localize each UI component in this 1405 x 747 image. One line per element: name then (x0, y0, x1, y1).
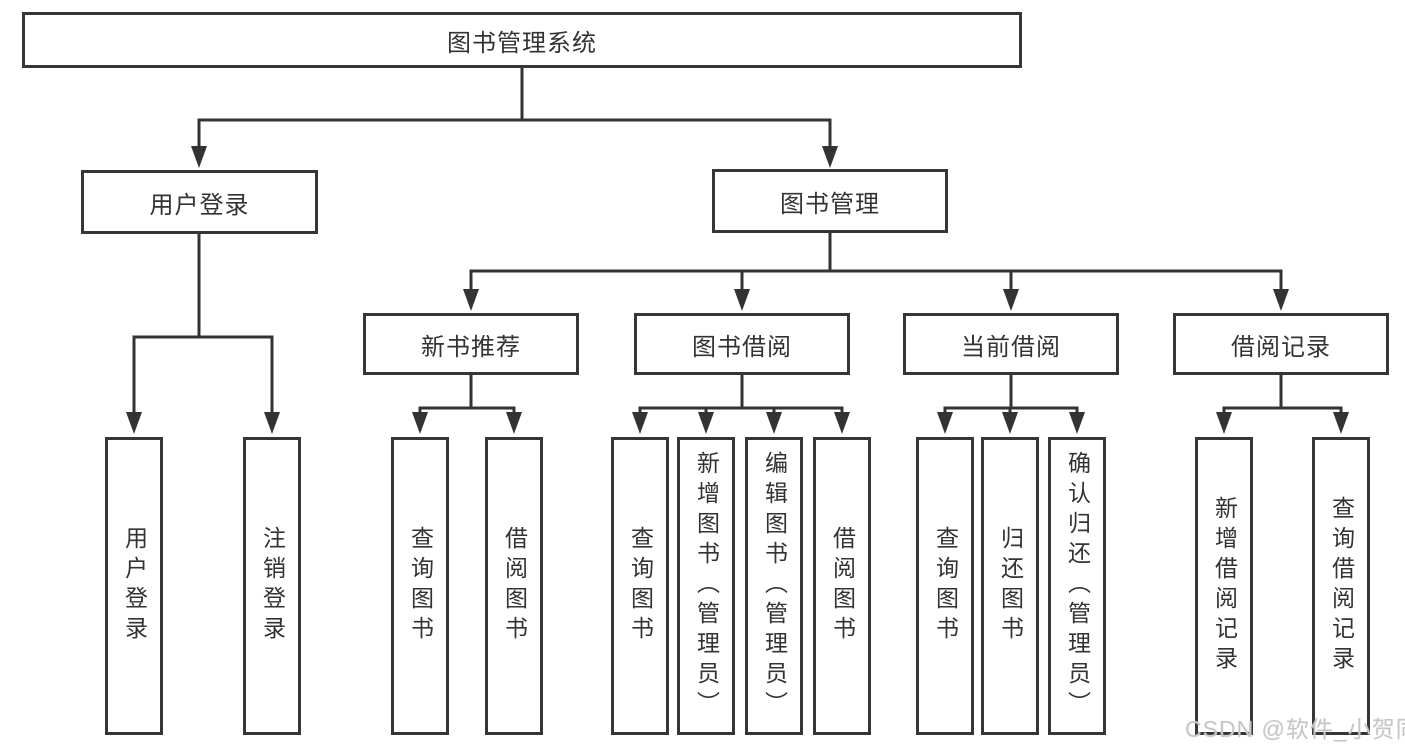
node-label: 图书管理系统 (447, 29, 597, 57)
leaf-confirm-return-admin: 确认归还（管理员） (1048, 437, 1106, 735)
leaf-borrow-books-recommend: 借阅图书 (485, 437, 543, 735)
connector-user-login-to-leaves (132, 232, 274, 418)
leaf-label: 注销登录 (259, 526, 286, 646)
node-label: 当前借阅 (961, 333, 1061, 361)
arrow-down-icon (264, 412, 280, 434)
leaf-user-login: 用户登录 (105, 437, 163, 735)
node-user-login: 用户登录 (81, 170, 318, 234)
node-library-management-system: 图书管理系统 (22, 12, 1022, 68)
leaf-query-books-current: 查询图书 (916, 437, 974, 735)
arrow-down-icon (1273, 289, 1289, 311)
leaf-logout: 注销登录 (243, 437, 301, 735)
leaf-label: 借阅图书 (829, 526, 856, 646)
leaf-label: 确认归还（管理员） (1064, 451, 1091, 721)
arrow-down-icon (191, 146, 207, 168)
connector-book-borrowing-to-leaves (638, 372, 844, 416)
arrow-down-icon (1216, 412, 1232, 434)
arrow-down-icon (937, 412, 953, 434)
leaf-query-borrow-record: 查询借阅记录 (1312, 437, 1370, 735)
leaf-label: 查询借阅记录 (1328, 496, 1355, 676)
leaf-edit-books-admin: 编辑图书（管理员） (745, 437, 803, 735)
leaf-label: 用户登录 (121, 526, 148, 646)
arrow-down-icon (126, 412, 142, 434)
arrow-down-icon (834, 412, 850, 434)
arrow-down-icon (822, 146, 838, 168)
node-label: 新书推荐 (421, 333, 521, 361)
leaf-label: 查询图书 (932, 526, 959, 646)
arrow-down-icon (698, 412, 714, 434)
connector-current-borrowing-to-leaves (943, 372, 1079, 416)
leaf-label: 归还图书 (997, 526, 1024, 646)
arrow-down-icon (632, 412, 648, 434)
arrowheads (126, 146, 1349, 434)
node-label: 借阅记录 (1231, 333, 1331, 361)
leaf-label: 查询图书 (407, 526, 434, 646)
node-label: 图书借阅 (692, 333, 792, 361)
leaf-add-books-admin: 新增图书（管理员） (677, 437, 735, 735)
arrow-down-icon (412, 412, 428, 434)
leaf-query-books-recommend: 查询图书 (391, 437, 449, 735)
leaf-label: 编辑图书（管理员） (761, 451, 788, 721)
leaf-query-books-borrowing: 查询图书 (611, 437, 669, 735)
node-book-borrowing: 图书借阅 (634, 313, 850, 375)
leaf-label: 新增借阅记录 (1211, 496, 1238, 676)
csdn-watermark: CSDN @软件_小贺同学 (1185, 716, 1405, 742)
leaf-label: 新增图书（管理员） (693, 451, 720, 721)
arrow-down-icon (1069, 412, 1085, 434)
node-borrowing-records: 借阅记录 (1173, 313, 1389, 375)
node-new-book-recommend: 新书推荐 (363, 313, 579, 375)
connector-borrowing-records-to-leaves (1222, 372, 1343, 416)
arrow-down-icon (463, 289, 479, 311)
leaf-label: 查询图书 (627, 526, 654, 646)
node-label: 图书管理 (780, 190, 880, 218)
leaf-add-borrow-record: 新增借阅记录 (1195, 437, 1253, 735)
node-current-borrowing: 当前借阅 (903, 313, 1119, 375)
arrow-down-icon (734, 289, 750, 311)
arrow-down-icon (506, 412, 522, 434)
arrow-down-icon (1333, 412, 1349, 434)
arrow-down-icon (766, 412, 782, 434)
connector-new-book-recommend-to-leaves (418, 372, 516, 416)
leaf-borrow-books-borrowing: 借阅图书 (813, 437, 871, 735)
node-label: 用户登录 (149, 191, 250, 219)
arrow-down-icon (1003, 289, 1019, 311)
connector-book-management-to-level3 (469, 231, 1283, 295)
node-book-management: 图书管理 (712, 169, 948, 233)
arrow-down-icon (1002, 412, 1018, 434)
leaf-return-books: 归还图书 (981, 437, 1039, 735)
connector-root-to-level2 (197, 66, 832, 152)
leaf-label: 借阅图书 (501, 526, 528, 646)
